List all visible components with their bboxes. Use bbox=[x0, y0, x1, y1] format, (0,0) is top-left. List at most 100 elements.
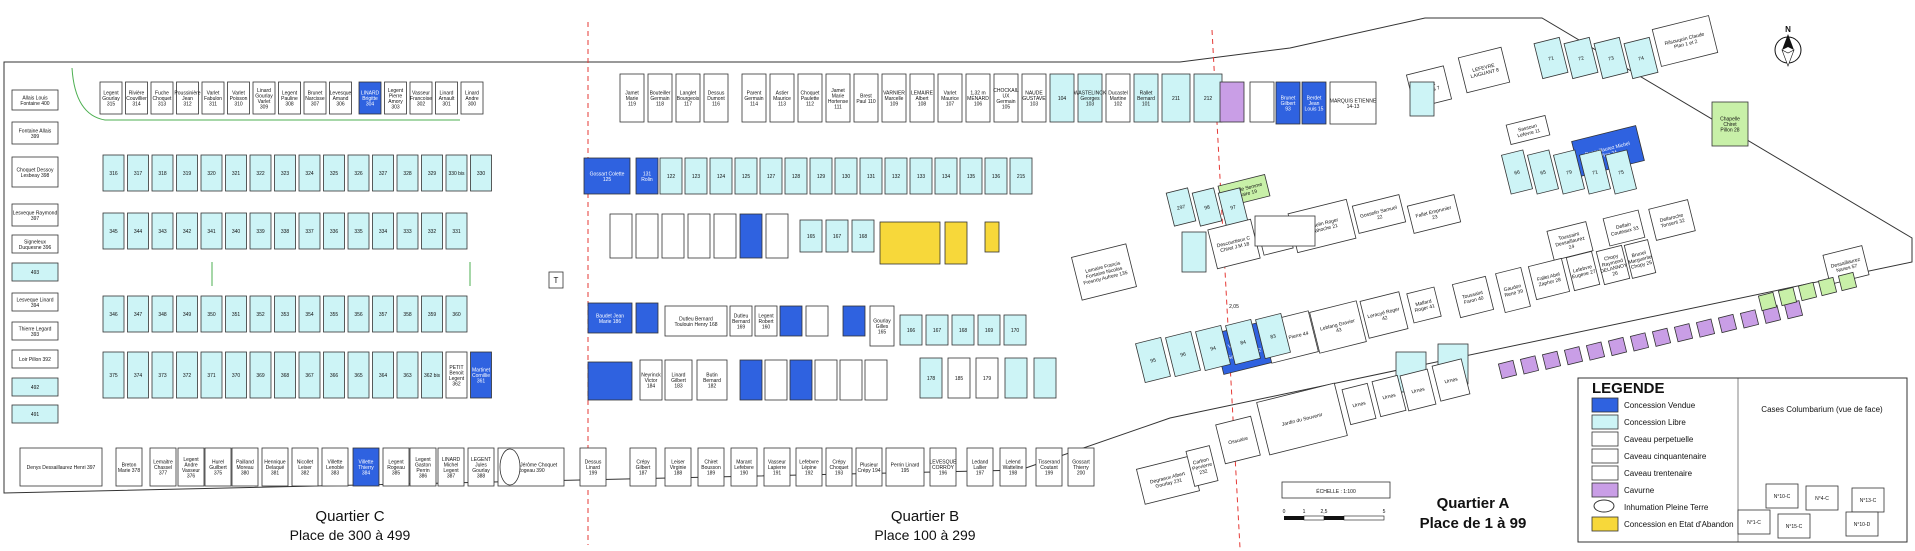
cavurne-plot[interactable] bbox=[1695, 318, 1716, 338]
plot-a-grid[interactable]: 84 bbox=[1225, 318, 1261, 366]
plot-b-small[interactable] bbox=[635, 213, 659, 259]
plot-a-grid[interactable]: 65 bbox=[1527, 149, 1559, 195]
plot-c-grid[interactable]: 375 bbox=[102, 351, 125, 399]
plot-b-grid[interactable]: 130 bbox=[834, 157, 858, 195]
plot-a[interactable]: Degraeux AlbertGourlay 231 bbox=[1135, 455, 1201, 505]
plot-b-grid[interactable]: 166 bbox=[899, 314, 923, 346]
urnes-area[interactable]: Urnes bbox=[1399, 368, 1437, 412]
urnes-area[interactable]: Urnes bbox=[1371, 374, 1407, 418]
plot-b-grid[interactable]: 170 bbox=[1003, 314, 1027, 346]
plot-a[interactable]: ToussaintFaron 40 bbox=[1451, 275, 1495, 319]
plot-b[interactable] bbox=[839, 359, 863, 401]
plot-b[interactable] bbox=[864, 359, 888, 401]
plot-c-grid[interactable]: 324 bbox=[298, 154, 321, 192]
plot-c-grid[interactable]: 341 bbox=[200, 212, 223, 250]
plot-b-grid[interactable]: 132 bbox=[884, 157, 908, 195]
plot-c-grid[interactable]: 345 bbox=[102, 212, 125, 250]
plot-b-vendue[interactable] bbox=[779, 305, 803, 337]
plot-a-grid[interactable]: 71 bbox=[1579, 149, 1611, 195]
cavurne-plot[interactable] bbox=[1585, 341, 1606, 361]
plot-c-grid[interactable]: 340 bbox=[225, 212, 247, 250]
plot-b-small[interactable] bbox=[739, 213, 763, 259]
cavurne-plot[interactable] bbox=[1717, 313, 1738, 334]
plot-c-grid[interactable]: 344 bbox=[127, 212, 149, 250]
plot-c-grid[interactable]: 335 bbox=[347, 212, 370, 250]
plot-a[interactable]: DellainCouteaux 33 bbox=[1602, 209, 1646, 247]
plot-c-grid[interactable]: 342 bbox=[176, 212, 198, 250]
plot-c-grid[interactable]: 371 bbox=[200, 351, 223, 399]
columbarium-case[interactable] bbox=[1805, 485, 1839, 511]
plot-b-top[interactable]: 212 bbox=[1193, 73, 1223, 123]
plot-c-grid[interactable]: 364 bbox=[372, 351, 394, 399]
plot-c-grid[interactable]: 336 bbox=[323, 212, 345, 250]
plot-a[interactable]: Descourtieux CChiret J.M 18 bbox=[1207, 218, 1261, 270]
cavurne-plot[interactable] bbox=[1519, 355, 1540, 375]
plot-c-grid[interactable]: 320 bbox=[200, 154, 223, 192]
plot-c-grid[interactable]: 357 bbox=[372, 295, 394, 333]
plot-c-grid[interactable]: 355 bbox=[323, 295, 345, 333]
urnes-area[interactable]: Urnes bbox=[1431, 358, 1471, 402]
plot-a-grid[interactable]: 96 bbox=[1165, 330, 1201, 378]
plot-a-grid[interactable]: 72 bbox=[1563, 36, 1599, 80]
plot-c-grid[interactable]: 356 bbox=[347, 295, 370, 333]
plot-c-left[interactable]: Loir Pillon 392 bbox=[11, 349, 59, 369]
plot-c-grid[interactable]: 374 bbox=[127, 351, 149, 399]
plot-b-grid[interactable]: 125 bbox=[734, 157, 758, 195]
plot-a-grid[interactable]: 98 bbox=[1191, 187, 1223, 227]
plot-b-grid[interactable]: 122 bbox=[659, 157, 683, 195]
plot-b-abandon[interactable] bbox=[984, 221, 1000, 253]
plot-a[interactable]: Fallet Emprunier23 bbox=[1406, 194, 1462, 234]
plot-a[interactable]: LefebvreEugene 27 bbox=[1565, 250, 1601, 292]
columbarium-case[interactable] bbox=[1851, 487, 1885, 513]
cavurne-plot[interactable] bbox=[1541, 350, 1562, 370]
plot-a[interactable]: ToussaintDessaillaurez24 bbox=[1546, 221, 1594, 261]
plot-b-small[interactable] bbox=[609, 213, 633, 259]
plot-b[interactable] bbox=[764, 359, 788, 401]
plot-b[interactable] bbox=[1004, 357, 1028, 399]
plot-b-vendue[interactable] bbox=[842, 305, 866, 337]
plot-c-grid[interactable]: 339 bbox=[249, 212, 272, 250]
cavurne-plot[interactable] bbox=[1673, 323, 1694, 343]
plot-b-grid[interactable]: 165 bbox=[799, 219, 823, 253]
plot-c-grid[interactable]: 348 bbox=[151, 295, 174, 333]
plot-a-grid[interactable]: 95 bbox=[1135, 336, 1171, 384]
plot-a[interactable]: Rilsouquin ClaudePlan 1 et 2 bbox=[1651, 15, 1719, 67]
plot-a-grid[interactable]: 75 bbox=[1605, 149, 1637, 195]
plot-bottom[interactable]: Denys Dessaillaurez Henri 397 bbox=[19, 447, 103, 487]
plot-a-grid[interactable]: 94 bbox=[1195, 324, 1231, 372]
